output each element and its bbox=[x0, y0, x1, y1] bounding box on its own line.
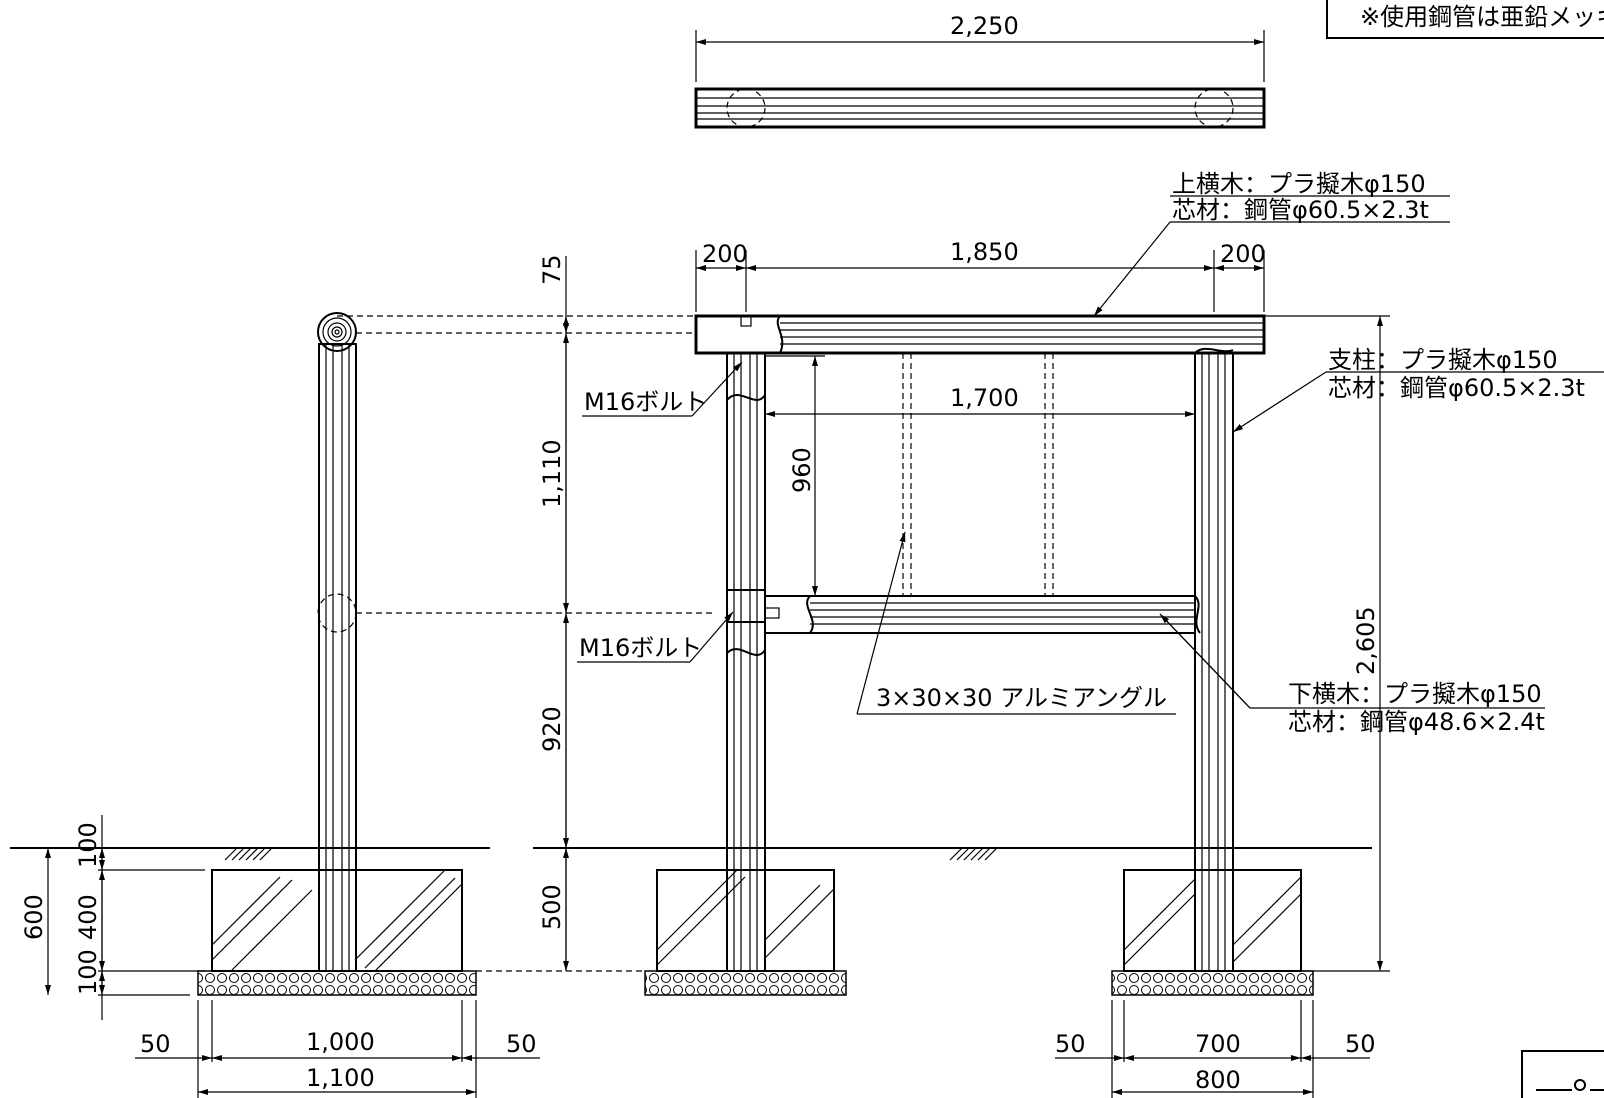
corner-symbol bbox=[1521, 1050, 1604, 1098]
dim-left-50a: 50 bbox=[140, 1030, 171, 1058]
ground-line bbox=[10, 847, 1372, 861]
dim-right-50a: 50 bbox=[1055, 1030, 1086, 1058]
label-angle: 3×30×30 アルミアングル bbox=[876, 684, 1167, 712]
label-top-rail-2: 芯材：鋼管φ60.5×2.3t bbox=[1172, 196, 1429, 224]
dim-left-50b: 50 bbox=[506, 1030, 537, 1058]
dim-f-400: 400 bbox=[74, 894, 102, 940]
dim-top-right: 200 bbox=[1220, 240, 1266, 268]
dim-panel-height: 960 bbox=[788, 447, 816, 493]
dim-top-left: 200 bbox=[702, 240, 748, 268]
dim-v-1110: 1,110 bbox=[538, 439, 566, 508]
dim-left-1100: 1,100 bbox=[306, 1064, 375, 1092]
note-box: ※使用鋼管は亜鉛メッキ品 bbox=[1326, 0, 1604, 39]
label-post-1: 支柱：プラ擬木φ150 bbox=[1328, 346, 1558, 374]
front-elevation: 75 1,110 920 500 bbox=[538, 170, 1604, 1098]
label-bottom-rail-1: 下横木：プラ擬木φ150 bbox=[1288, 680, 1542, 708]
dim-f-100-bot: 100 bbox=[74, 949, 102, 995]
label-top-rail-1: 上横木：プラ擬木φ150 bbox=[1172, 170, 1426, 198]
label-bolt-upper: M16ボルト bbox=[584, 388, 707, 416]
label-bottom-rail-2: 芯材：鋼管φ48.6×2.4t bbox=[1288, 708, 1545, 736]
label-post-2: 芯材：鋼管φ60.5×2.3t bbox=[1328, 374, 1585, 402]
dim-top-total: 2,250 bbox=[950, 12, 1019, 40]
dim-left-1000: 1,000 bbox=[306, 1028, 375, 1056]
dim-right-700: 700 bbox=[1195, 1030, 1241, 1058]
dim-inner-span: 1,700 bbox=[950, 384, 1019, 412]
dim-v-920: 920 bbox=[538, 706, 566, 752]
side-view: 100 400 100 600 50 1,000 50 1,100 bbox=[20, 312, 715, 1098]
dim-top-mid: 1,850 bbox=[950, 238, 1019, 266]
dim-f-600: 600 bbox=[20, 894, 48, 940]
plan-view: 2,250 bbox=[694, 12, 1266, 129]
dim-v-500: 500 bbox=[538, 884, 566, 930]
dim-right-50b: 50 bbox=[1345, 1030, 1376, 1058]
dim-right-800: 800 bbox=[1195, 1066, 1241, 1094]
label-bolt-lower: M16ボルト bbox=[579, 634, 702, 662]
dim-f-100-top: 100 bbox=[74, 822, 102, 868]
note-text: ※使用鋼管は亜鉛メッキ品 bbox=[1360, 3, 1604, 31]
dim-v-75: 75 bbox=[538, 254, 566, 285]
dim-v-2605: 2,605 bbox=[1352, 606, 1380, 675]
